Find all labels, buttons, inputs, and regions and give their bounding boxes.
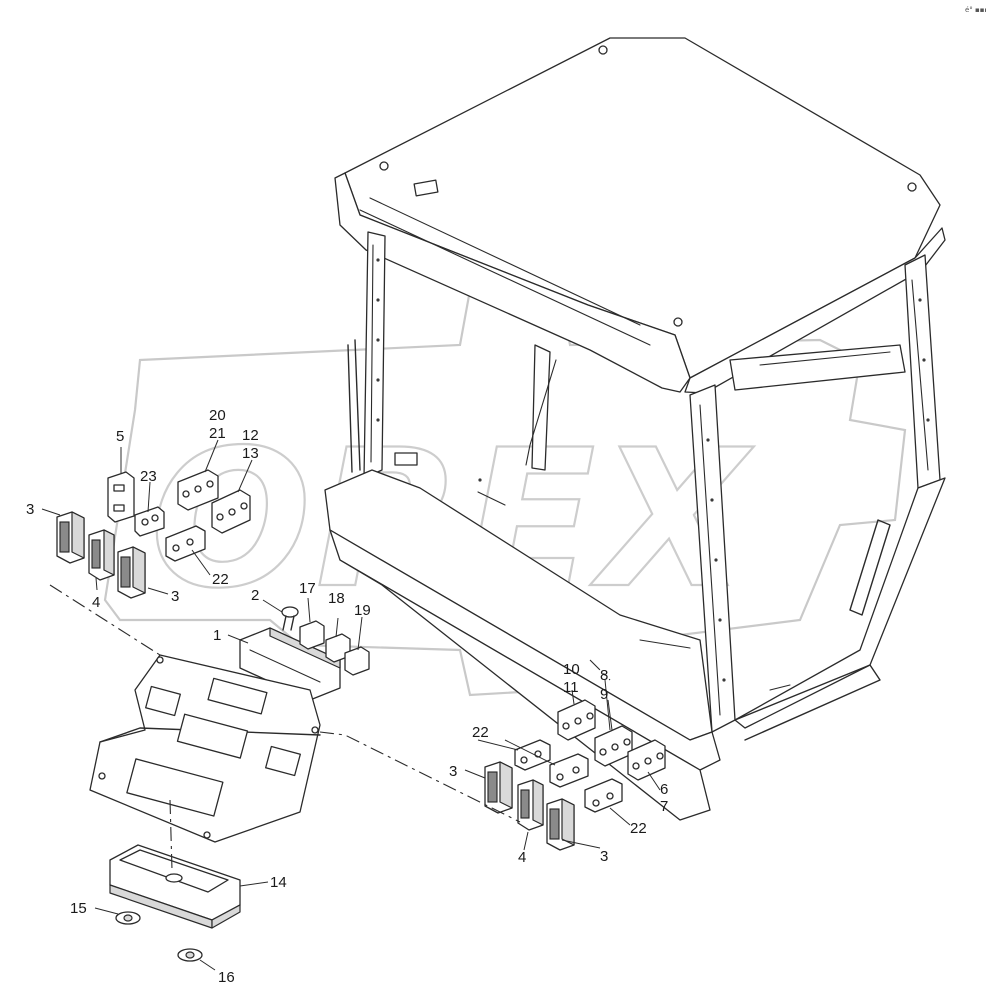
lamp-14: [109, 844, 241, 929]
callout-21: 21: [209, 425, 226, 442]
connector-22-left: [165, 525, 206, 562]
fuse-17: [299, 620, 325, 650]
callout-15: 15: [70, 900, 87, 917]
callout-4: 4: [92, 594, 100, 611]
callout-22: 22: [472, 724, 489, 741]
switch-block-12-13: [211, 489, 251, 534]
bracket-5: [107, 471, 135, 523]
callout-18: 18: [328, 590, 345, 607]
switch-block-10-11: [557, 699, 596, 741]
leader-lines: [41, 439, 661, 971]
switch-insert-4-left: [88, 529, 115, 581]
switch-housing-3-right-b: [546, 798, 575, 851]
right-switch-group: [484, 699, 666, 851]
center-parts: [239, 606, 370, 701]
callout-11: 11: [563, 679, 579, 696]
connector-23: [134, 506, 165, 537]
bulb-16: [177, 948, 203, 962]
callout-3: 3: [171, 588, 179, 605]
callout-17: 17: [299, 580, 316, 597]
callout-22: 22: [212, 571, 229, 588]
callout-22: 22: [630, 820, 647, 837]
connector-22-right-b: [549, 753, 589, 788]
callout-6: 6: [660, 781, 668, 798]
left-switch-group: [56, 469, 251, 599]
frame-rivets: [376, 258, 930, 682]
callout-8: 8: [600, 667, 608, 684]
callout-labels: 1 2 3 3 3 3 4 4 5 6 7 8 9 10 11 12 13 14…: [26, 407, 668, 986]
dashboard-panel: [89, 654, 321, 843]
callout-9: 9: [600, 686, 608, 703]
assembly-lines: [49, 584, 611, 871]
switch-insert-4-right: [517, 779, 544, 831]
corner-mark: é° ▪▪▪: [965, 6, 986, 14]
callout-3: 3: [26, 501, 34, 518]
callout-3: 3: [600, 848, 608, 865]
bulb-15: [115, 911, 141, 925]
switch-housing-3-second: [117, 546, 146, 599]
callout-14: 14: [270, 874, 287, 891]
switch-block-9: [594, 725, 633, 767]
callout-5: 5: [116, 428, 124, 445]
connector-22-right-c: [584, 778, 623, 813]
callout-7: 7: [660, 798, 668, 815]
callout-23: 23: [140, 468, 157, 485]
callout-1: 1: [213, 627, 221, 644]
switch-block-6-7: [627, 739, 666, 781]
fuse-19: [344, 646, 370, 676]
callout-4: 4: [518, 849, 526, 866]
callout-2: 2: [251, 587, 259, 604]
callout-10: 10: [563, 661, 580, 678]
connector-22-right-a: [514, 739, 551, 771]
cab-frame: [324, 37, 946, 821]
switch-housing-3-right-a: [484, 761, 513, 814]
callout-19: 19: [354, 602, 371, 619]
terminal-strip-1: [239, 627, 341, 701]
callout-12: 12: [242, 427, 259, 444]
callout-3: 3: [449, 763, 457, 780]
callout-13: 13: [242, 445, 259, 462]
switch-block-20-21: [177, 469, 219, 511]
callout-20: 20: [209, 407, 226, 424]
callout-16: 16: [218, 969, 235, 986]
switch-housing-3-left: [56, 511, 85, 564]
